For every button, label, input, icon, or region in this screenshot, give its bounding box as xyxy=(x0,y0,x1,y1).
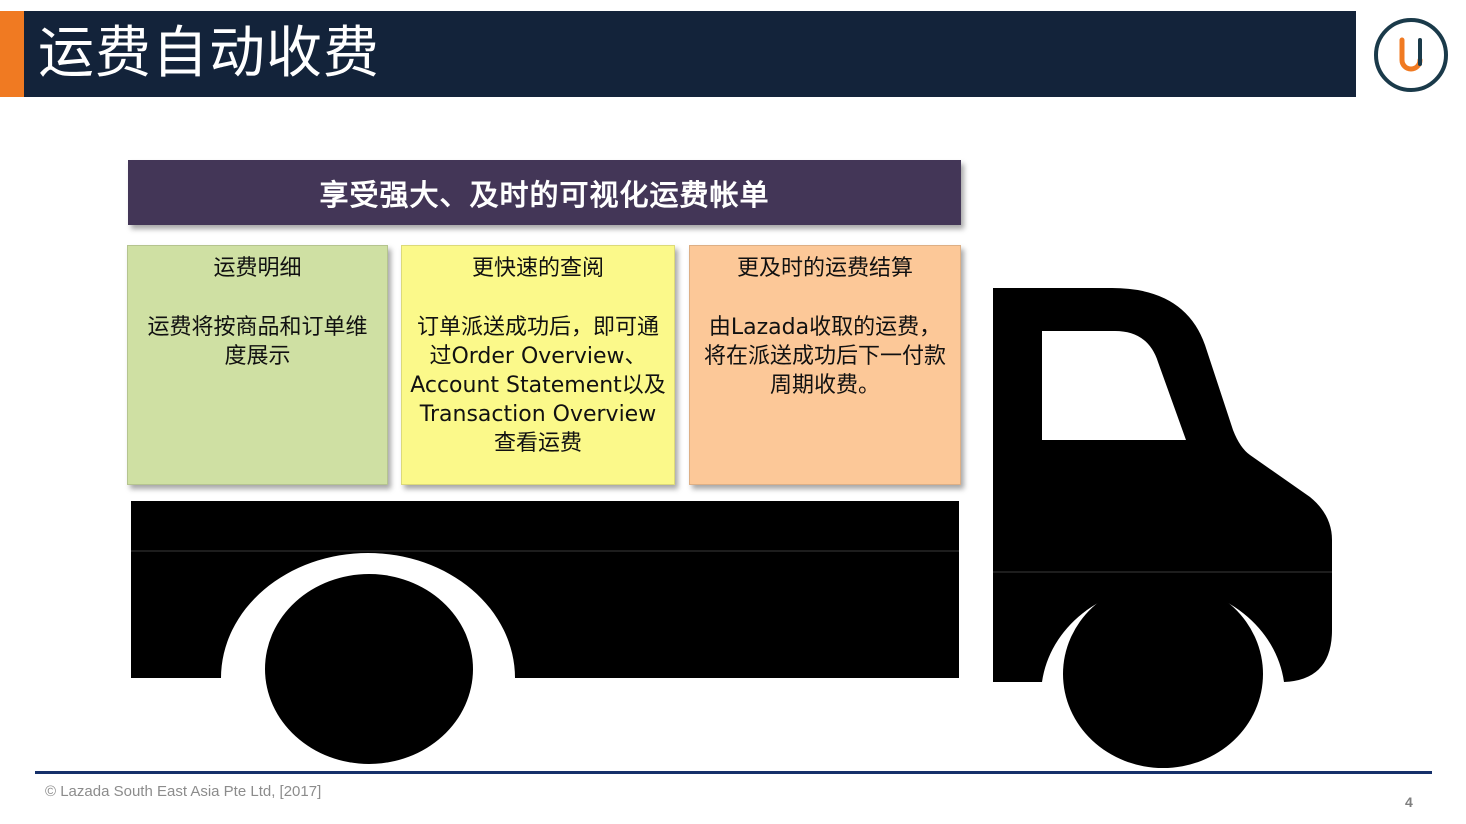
title-bar: 运费自动收费 xyxy=(0,11,1356,97)
banner-headline: 享受强大、及时的可视化运费帐单 xyxy=(128,160,961,225)
card-title: 更快速的查阅 xyxy=(471,256,604,281)
card-faster-lookup: 更快速的查阅 订单派送成功后，即可通过Order Overview、Accoun… xyxy=(401,245,675,485)
card-title: 更及时的运费结算 xyxy=(736,256,913,281)
lazada-u-logo-icon xyxy=(1374,18,1448,92)
card-body: 订单派送成功后，即可通过Order Overview、Account State… xyxy=(410,315,666,456)
card-body: 由Lazada收取的运费，将在派送成功后下一付款周期收费。 xyxy=(703,315,946,398)
card-timely-settlement: 更及时的运费结算 由Lazada收取的运费，将在派送成功后下一付款周期收费。 xyxy=(689,245,961,485)
card-title: 运费明细 xyxy=(213,256,302,281)
title-accent-stripe xyxy=(0,11,24,97)
slide-title: 运费自动收费 xyxy=(38,21,380,86)
card-freight-details: 运费明细 运费将按商品和订单维度展示 xyxy=(127,245,388,485)
card-body: 运费将按商品和订单维度展示 xyxy=(147,315,368,369)
page-number: 4 xyxy=(1405,794,1413,810)
footer-divider xyxy=(35,771,1432,774)
copyright-text: © Lazada South East Asia Pte Ltd, [2017] xyxy=(45,783,322,800)
